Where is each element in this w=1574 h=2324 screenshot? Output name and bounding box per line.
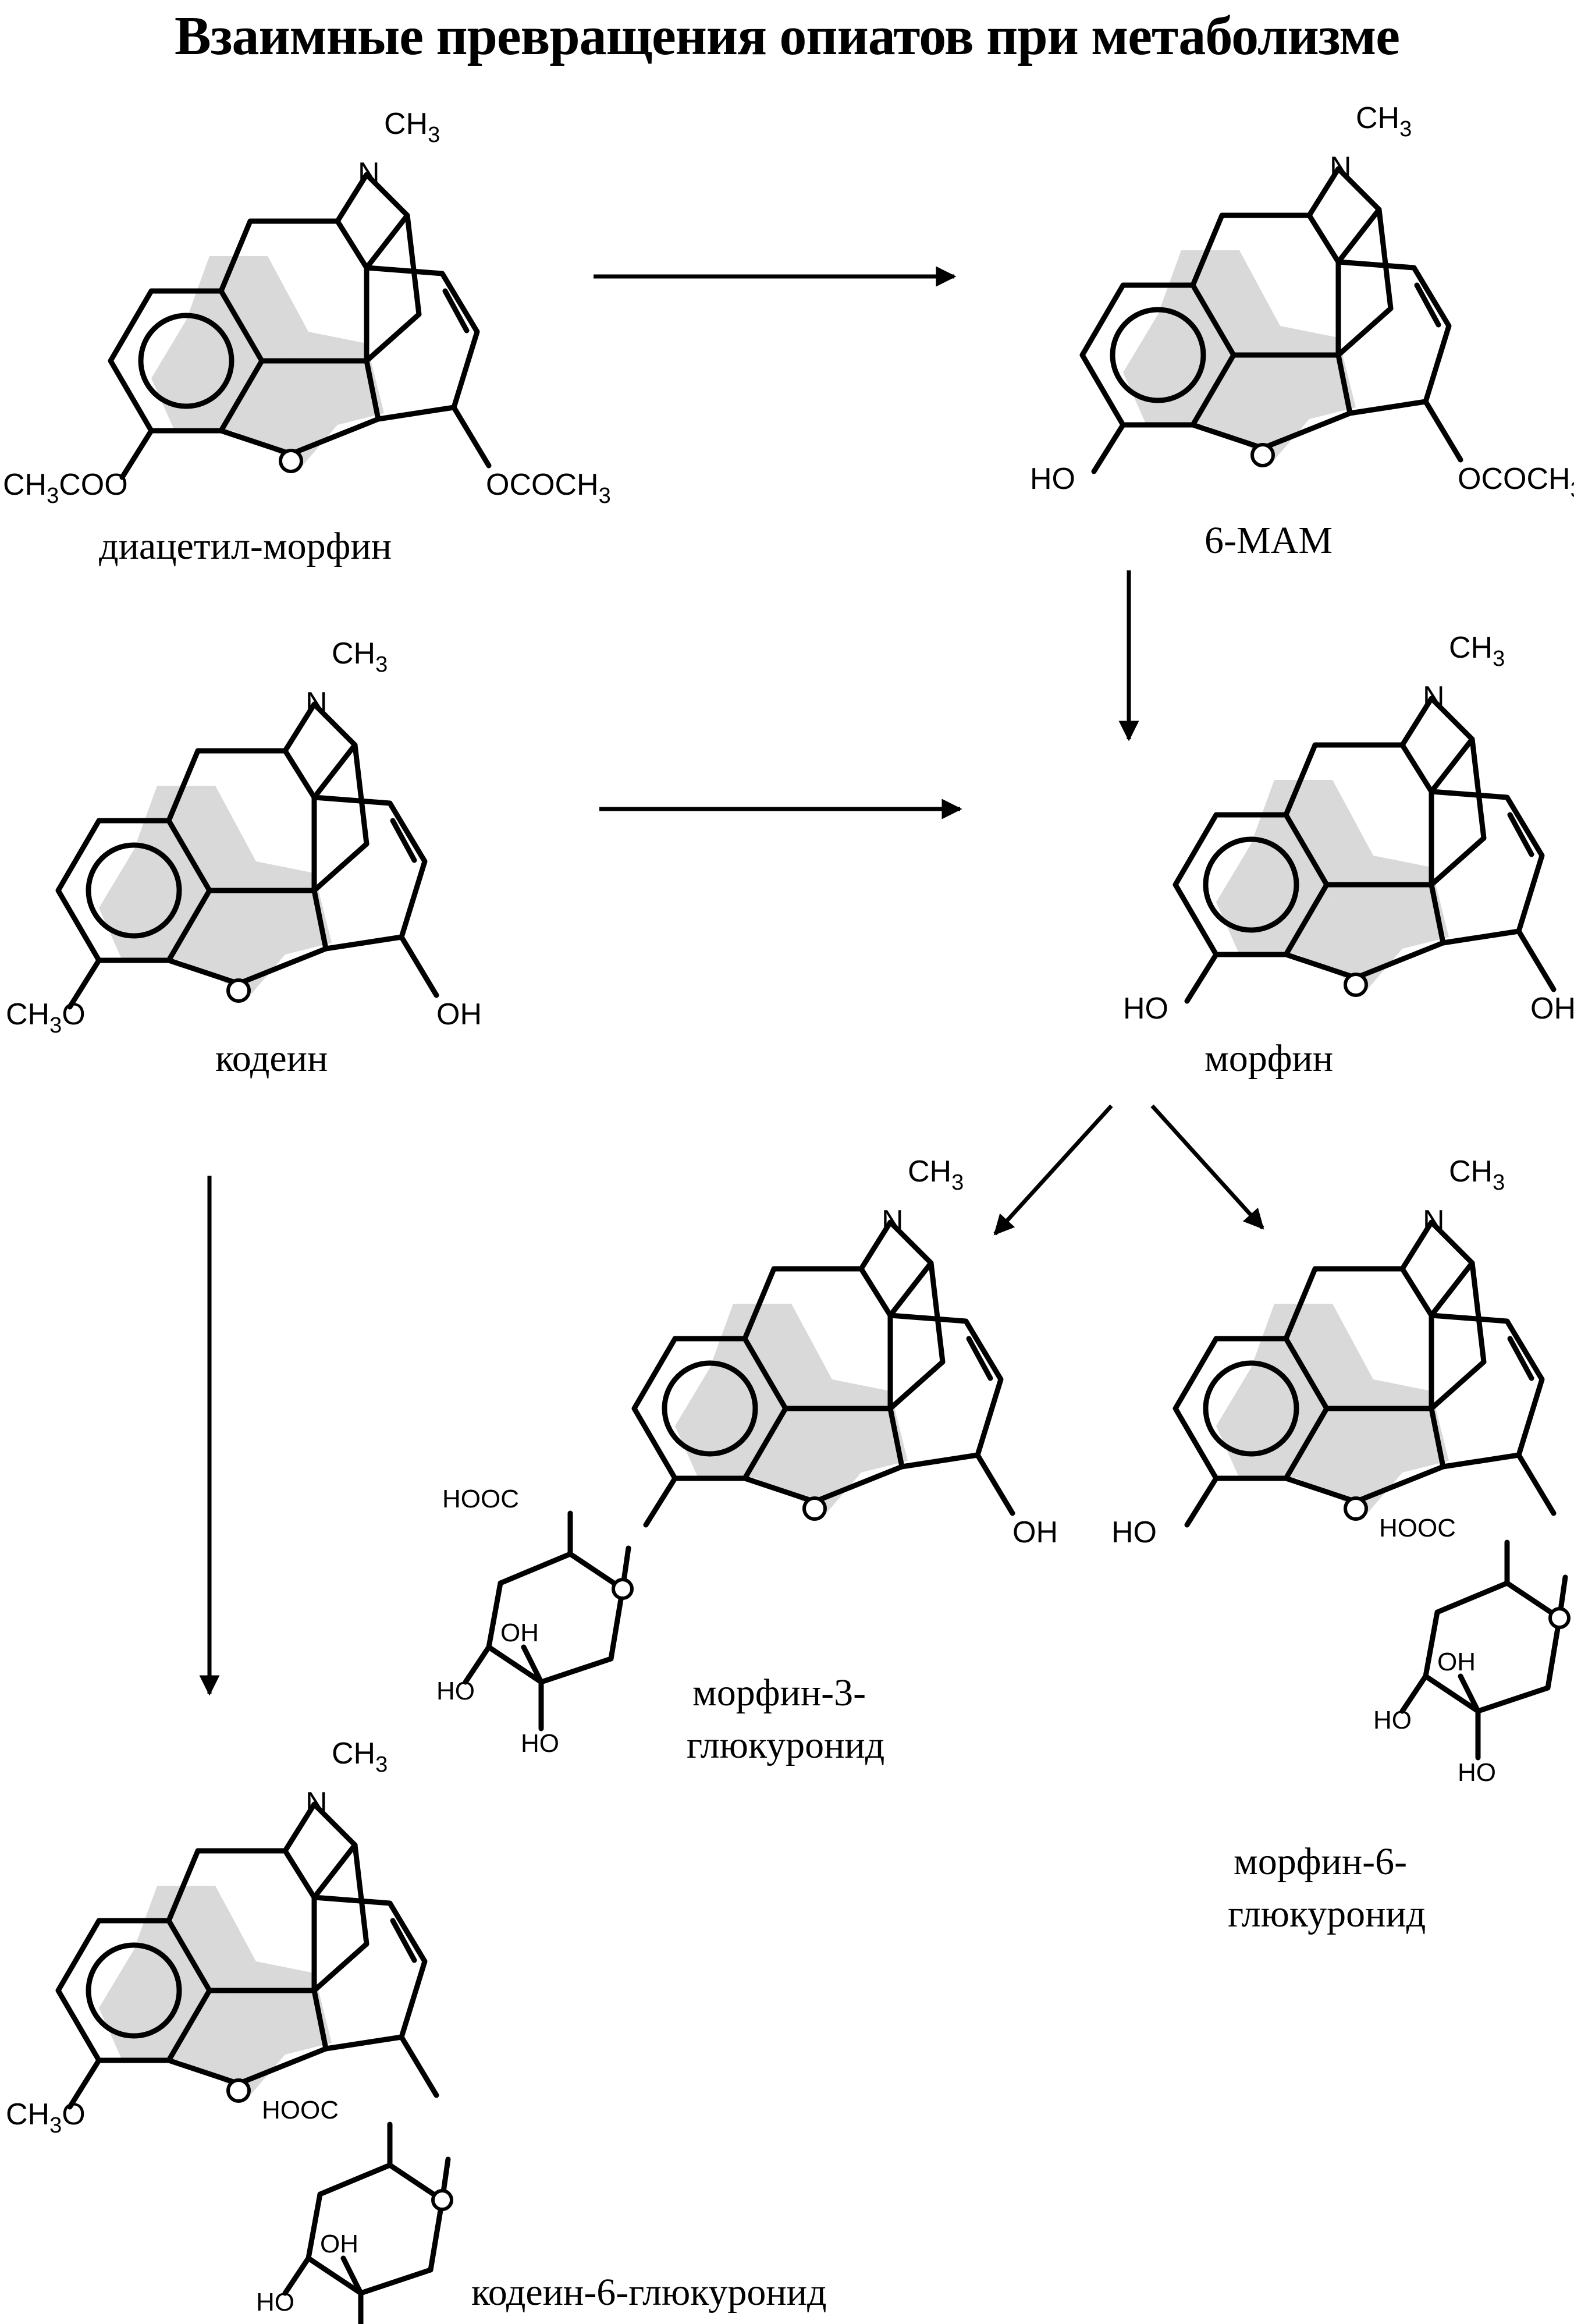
caption-codeine: кодеин: [215, 1037, 328, 1080]
structure-morphine: N CH3 HO OH: [1123, 631, 1574, 1026]
carboxyl-label: HOOC: [262, 2096, 339, 2124]
nitrogen-label: N: [1423, 680, 1445, 714]
glucuronide-oh-label: OH: [500, 1619, 539, 1647]
methoxy-label: CH3O: [6, 2098, 86, 2138]
caption-heroin: диацетил-морфин: [99, 525, 392, 567]
structure-heroin: N CH3 CH3COO OCOCH3: [3, 107, 611, 508]
structure-codeine: N CH3 CH3O OH: [6, 637, 482, 1038]
structure-6-mam: N CH3 HO OCOCH3: [1030, 101, 1574, 502]
carboxyl-label: HOOC: [442, 1485, 519, 1513]
hydroxyl-left-label: HO: [1123, 992, 1168, 1026]
hydroxyl-left-label: HO: [1030, 462, 1075, 496]
structure-morphine-6-glucuronide: N CH3 HO HOOC HO OH HO: [1111, 1155, 1569, 1787]
glucuronide-ho-label: HO: [1373, 1706, 1412, 1734]
hydroxyl-right-label: OH: [1012, 1516, 1058, 1549]
caption-codeine-6-glucuronide: кодеин-6-глюкуронид: [471, 2271, 827, 2314]
acetoxy-right-label: OCOCH3: [1458, 462, 1574, 502]
hydroxyl-right-label: OH: [436, 998, 482, 1031]
nitrogen-label: N: [882, 1204, 904, 1238]
glucuronide-oh-label: OH: [1437, 1648, 1476, 1676]
glucuronide-oh-label: OH: [320, 2230, 358, 2258]
n-methyl-label: CH3: [1449, 1155, 1505, 1195]
glucuronide-ho-label: HO: [256, 2288, 294, 2316]
n-methyl-label: CH3: [1356, 101, 1412, 141]
structure-morphine-3-glucuronide: N CH3 OH HOOC HO OH HO: [436, 1155, 1058, 1758]
caption-6-mam: 6-МАМ: [1205, 519, 1333, 562]
arrow-morphine-to-m6g: [1150, 1104, 1264, 1230]
caption-m3g-line2: глюкуронид: [687, 1724, 884, 1766]
caption-m6g-line1: морфин-6-: [1234, 1840, 1407, 1883]
carboxyl-label: HOOC: [1379, 1514, 1456, 1542]
arrow-morphine-to-m3g: [993, 1104, 1113, 1236]
n-methyl-label: CH3: [332, 637, 388, 677]
page-title: Взаимные превращения опиатов при метабол…: [175, 6, 1400, 66]
caption-m3g-line1: морфин-3-: [692, 1672, 866, 1714]
glucuronide-ring: HOOC HO OH HO: [1373, 1514, 1569, 1787]
n-methyl-label: CH3: [908, 1155, 964, 1195]
glucuronide-ho2-label: HO: [521, 1729, 559, 1758]
caption-morphine: морфин: [1205, 1037, 1333, 1080]
nitrogen-label: N: [358, 157, 380, 190]
nitrogen-label: N: [1330, 151, 1352, 184]
hydroxyl-right-label: OH: [1530, 992, 1574, 1026]
caption-m6g-line2: глюкуронид: [1228, 1893, 1426, 1935]
glucuronide-ho2-label: HO: [1458, 1758, 1496, 1787]
n-methyl-label: CH3: [332, 1737, 388, 1777]
nitrogen-label: N: [305, 686, 328, 720]
glucuronide-ring: HOOC HO OH HO: [256, 2096, 452, 2324]
nitrogen-label: N: [1423, 1204, 1445, 1238]
nitrogen-label: N: [305, 1786, 328, 1820]
glucuronide-ho-label: HO: [436, 1677, 475, 1705]
acetoxy-left-label: CH3COO: [3, 468, 128, 508]
n-methyl-label: CH3: [1449, 631, 1505, 671]
methoxy-label: CH3O: [6, 998, 86, 1038]
acetoxy-right-label: OCOCH3: [486, 468, 611, 508]
hydroxyl-left-label: HO: [1111, 1516, 1157, 1549]
n-methyl-label: CH3: [384, 107, 440, 147]
glucuronide-ring: HOOC HO OH HO: [436, 1485, 632, 1758]
structure-codeine-6-glucuronide: N CH3 CH3O HOOC HO OH HO: [6, 1737, 452, 2324]
